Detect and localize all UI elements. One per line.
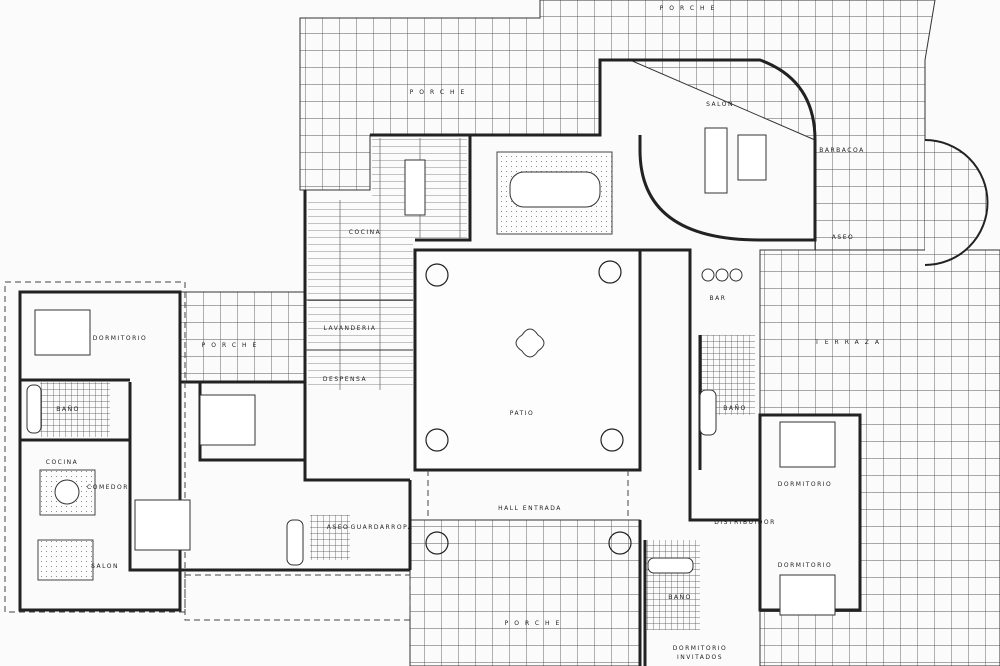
- plant-icon: [425, 263, 449, 287]
- label-salon: SALON: [706, 101, 734, 108]
- interior-floors: [40, 138, 755, 630]
- bed: [199, 394, 256, 446]
- label-bano-east: BAÑO: [723, 405, 746, 412]
- west-porch: [179, 291, 306, 383]
- dining-table: [509, 171, 601, 208]
- bed: [779, 574, 836, 616]
- sofa: [704, 127, 728, 194]
- label-bano-west: BAÑO: [56, 406, 79, 413]
- spiral-stair: [924, 139, 989, 266]
- label-guardarropa: GUARDARROPA: [351, 524, 414, 531]
- bed: [779, 421, 836, 468]
- label-cocina: COCINA: [349, 229, 381, 236]
- kitchen-table: [404, 159, 426, 216]
- bar-stool: [729, 268, 743, 282]
- label-barbacoa: BARBACOA: [819, 147, 864, 154]
- bar-stool: [701, 268, 715, 282]
- label-despensa: DESPENSA: [323, 376, 367, 383]
- label-porche: PORCHE: [410, 89, 471, 96]
- bathtub: [647, 557, 694, 574]
- bed: [134, 499, 191, 551]
- label-dormitorio-west: DORMITORIO: [93, 335, 148, 342]
- plant-icon: [598, 260, 622, 284]
- south-porch: [409, 519, 641, 666]
- furniture: [26, 127, 836, 616]
- label-dormitorio-east-2: DORMITORIO: [778, 562, 833, 569]
- bar-stool: [715, 268, 729, 282]
- label-porche-south: PORCHE: [505, 620, 566, 627]
- label-lavanderia: LAVANDERIA: [324, 325, 377, 332]
- label-bano-guest: BAÑO: [668, 594, 691, 601]
- label-cocina-west: COCINA: [46, 459, 78, 466]
- bathtub: [699, 389, 717, 436]
- patio-fountain: [515, 328, 545, 358]
- label-patio: PATIO: [510, 410, 535, 417]
- label-dormitorio-east-1: DORMITORIO: [778, 481, 833, 488]
- label-dormitorio-invitados: DORMITORIO: [673, 645, 728, 652]
- label-porche-north: PORCHE: [660, 5, 721, 12]
- label-comedor-west: COMEDOR: [87, 484, 129, 491]
- bed: [34, 309, 91, 356]
- dining-table-west: [54, 479, 80, 505]
- label-distribuidor: DISTRIBUIDOR: [714, 519, 776, 526]
- plant-icon: [425, 428, 449, 452]
- label-salon-west: SALON: [91, 563, 119, 570]
- bathtub: [26, 384, 42, 434]
- label-hall-entrada: HALL ENTRADA: [498, 505, 562, 512]
- plant-icon: [608, 531, 632, 555]
- coffee-table: [737, 134, 767, 181]
- room-labels: PORCHE PORCHE SALON BARBACOA ASEO COCINA…: [46, 5, 885, 661]
- bathtub: [286, 519, 304, 566]
- label-bar: BAR: [710, 295, 727, 302]
- plant-icon: [600, 428, 624, 452]
- label-invitados: INVITADOS: [677, 654, 723, 661]
- living-rug-west: [37, 539, 94, 581]
- plant-icon: [425, 531, 449, 555]
- label-terraza: TERRAZA: [814, 339, 885, 346]
- label-porche-west: PORCHE: [202, 342, 263, 349]
- label-aseo-south: ASEO: [327, 524, 349, 531]
- label-aseo: ASEO: [832, 234, 854, 241]
